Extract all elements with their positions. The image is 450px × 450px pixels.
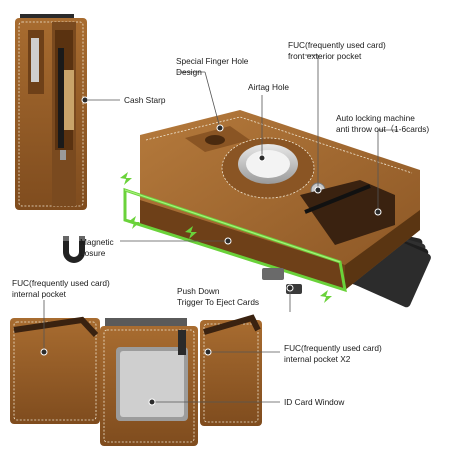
front-view-pointers xyxy=(120,54,398,312)
label-magnetic-closure: Magnetic Losure xyxy=(80,237,114,258)
label-cash-strap: Cash Starp xyxy=(124,95,166,105)
label-finger-hole-line-2: Design xyxy=(176,66,202,77)
wallet-back-view xyxy=(15,14,87,210)
label-fuc-internal-line-1: FUC(frequently used card) xyxy=(12,278,110,288)
magnetic-spark-icons xyxy=(120,172,332,303)
label-fuc-internal-x2: FUC(frequently used card) internal pocke… xyxy=(284,343,382,364)
cash-strap-pointer-dot xyxy=(81,96,89,104)
label-push-down: Push Down Trigger To Eject Cards xyxy=(177,286,259,307)
label-fuc-internal: FUC(frequently used card) internal pocke… xyxy=(12,278,110,299)
label-auto-locking-line-1: Auto locking machine xyxy=(336,113,415,123)
label-fuc-internal-x2-line-1: FUC(frequently used card) xyxy=(284,343,382,353)
wallet-front-view xyxy=(123,110,431,308)
front-view-pointer-dots xyxy=(216,124,382,292)
label-fuc-exterior: FUC(frequently used card) front exterior… xyxy=(288,40,386,61)
label-fuc-internal-line-2: internal pocket xyxy=(12,288,66,299)
open-view-pointers xyxy=(43,300,280,403)
label-magnetic-line-1: Magnetic xyxy=(80,237,114,247)
label-finger-hole-line-1: Special Finger Hole xyxy=(176,56,249,66)
label-magnetic-line-2: Losure xyxy=(80,247,106,258)
label-auto-locking-line-2: anti throw out（1-6cards) xyxy=(336,123,430,134)
open-view-pointer-dots xyxy=(40,348,212,406)
label-airtag-hole: Airtag Hole xyxy=(248,82,290,92)
wallet-open-view xyxy=(10,314,262,446)
label-fuc-exterior-line-1: FUC(frequently used card) xyxy=(288,40,386,50)
label-id-card-window: ID Card Window xyxy=(284,397,345,407)
label-fuc-internal-x2-line-2: internal pocket X2 xyxy=(284,353,351,364)
label-finger-hole: Special Finger Hole Design xyxy=(176,56,248,77)
label-push-down-line-2: Trigger To Eject Cards xyxy=(177,296,260,307)
label-fuc-exterior-line-2: front exterior pocket xyxy=(288,50,362,61)
label-push-down-line-1: Push Down xyxy=(177,286,220,296)
label-auto-locking: Auto locking machine anti throw out（1-6c… xyxy=(336,113,429,134)
magnet-icon xyxy=(63,236,85,263)
